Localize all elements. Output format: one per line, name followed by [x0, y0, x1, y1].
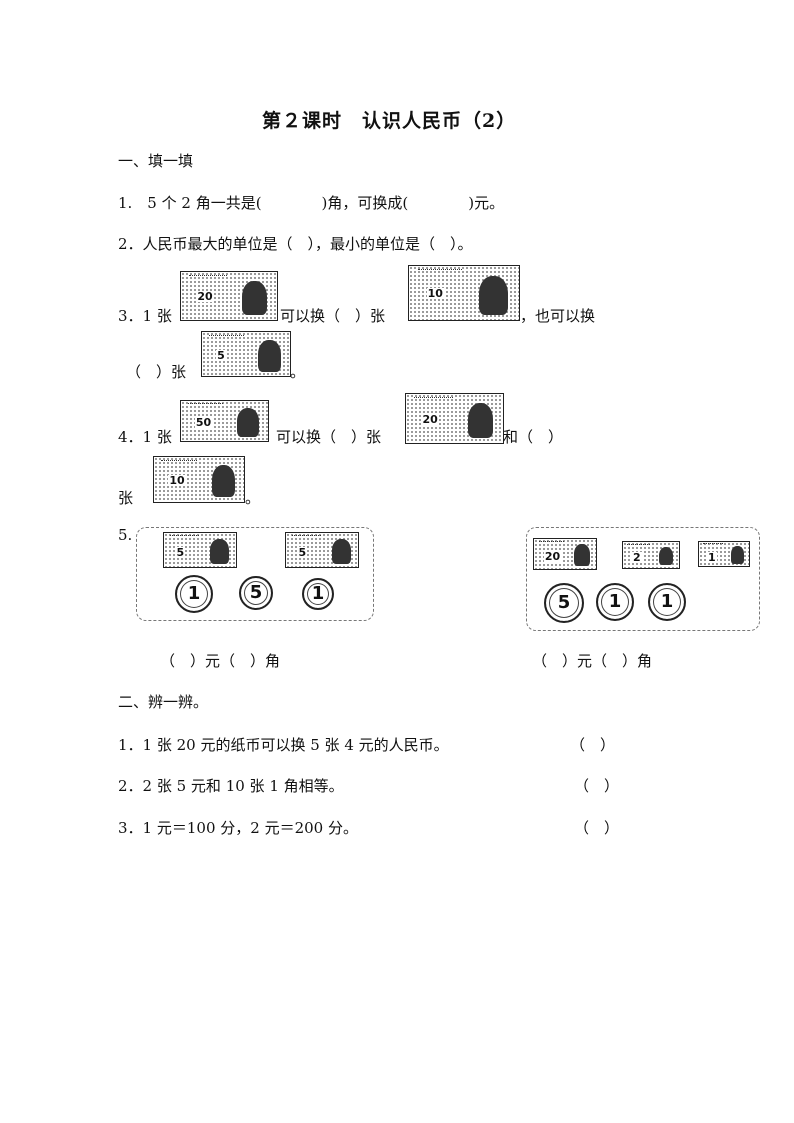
coin-1-yuan-image: 1 [648, 583, 686, 621]
banknote-2-image: 2 [622, 541, 680, 569]
banknote-value: 20 [196, 290, 214, 304]
question-4-prefix: 4．1 张 [118, 428, 172, 446]
section-heading-fill: 一、填一填 [118, 152, 194, 170]
banknote-20-image: 20 [180, 271, 278, 321]
banknote-value: 50 [194, 416, 213, 429]
question-3-line2-suffix: 。 [290, 363, 306, 381]
question-4-mid: 可以换（ ）张 [276, 428, 382, 446]
banknote-5-image: 5 [201, 331, 291, 377]
banknote-50-image: 50 [180, 400, 269, 442]
coin-value: 1 [608, 591, 622, 612]
coin-5-jiao-image: 5 [239, 576, 273, 610]
question-5-left-answer: （ ）元（ ）角 [160, 652, 281, 670]
question-3-prefix: 3．1 张 [118, 307, 172, 325]
coin-1-yuan-image: 1 [596, 583, 634, 621]
coin-value: 1 [187, 583, 201, 604]
banknote-20-image: 20 [533, 538, 597, 570]
banknote-10-image: 10 [408, 265, 520, 321]
page-title: 第２课时 认识人民币（2） [262, 110, 517, 132]
coin-value: 5 [249, 582, 263, 603]
coin-5-jiao-image: 5 [544, 583, 584, 623]
banknote-value: 5 [175, 545, 186, 559]
banknote-value: 1 [707, 550, 717, 564]
question-1: 1. 5 个 2 角一共是( )角，可换成( )元。 [118, 194, 505, 212]
question-3-suffix: ，也可以换 [520, 307, 596, 325]
question-5-label: 5. [118, 526, 133, 544]
coin-value: 1 [660, 591, 674, 612]
banknote-20-image: 20 [405, 393, 504, 444]
judge-item-text: 1．1 张 20 元的纸币可以换 5 张 4 元的人民币。 [118, 736, 449, 754]
coin-1-jiao-image: 1 [302, 578, 334, 610]
section-heading-judge: 二、辨一辨。 [118, 693, 209, 711]
banknote-value: 5 [297, 545, 308, 559]
coin-value: 5 [557, 592, 571, 613]
banknote-5-image: 5 [285, 532, 359, 568]
banknote-value: 10 [168, 474, 186, 487]
question-3-mid: 可以换（ ）张 [280, 307, 386, 325]
question-4-line2-prefix: 张 [118, 489, 134, 507]
banknote-value: 5 [216, 348, 226, 362]
question-4-line2-suffix: 。 [245, 489, 261, 507]
judge-item-blank: （ ） [574, 819, 620, 837]
money-group-right [526, 527, 760, 631]
banknote-value: 20 [421, 412, 439, 426]
banknote-1-image: 1 [698, 541, 750, 567]
banknote-5-image: 5 [163, 532, 237, 568]
coin-1-yuan-image: 1 [175, 575, 213, 613]
coin-value: 1 [311, 583, 325, 604]
judge-item-text: 2．2 张 5 元和 10 张 1 角相等。 [118, 777, 344, 795]
banknote-10-image: 10 [153, 456, 245, 503]
question-3-line2-prefix: （ ）张 [126, 363, 187, 381]
judge-item-blank: （ ） [574, 777, 620, 795]
question-5-right-answer: （ ）元（ ）角 [532, 652, 653, 670]
question-4-suffix: 和（ ） [503, 428, 564, 446]
money-group-left [136, 527, 374, 621]
question-2: 2．人民币最大的单位是（ ），最小的单位是（ ）。 [118, 235, 473, 253]
banknote-value: 10 [426, 286, 444, 300]
judge-item-text: 3．1 元＝100 分，2 元＝200 分。 [118, 819, 358, 837]
banknote-value: 20 [543, 550, 562, 563]
judge-item-blank: （ ） [570, 736, 616, 754]
banknote-value: 2 [631, 551, 642, 565]
